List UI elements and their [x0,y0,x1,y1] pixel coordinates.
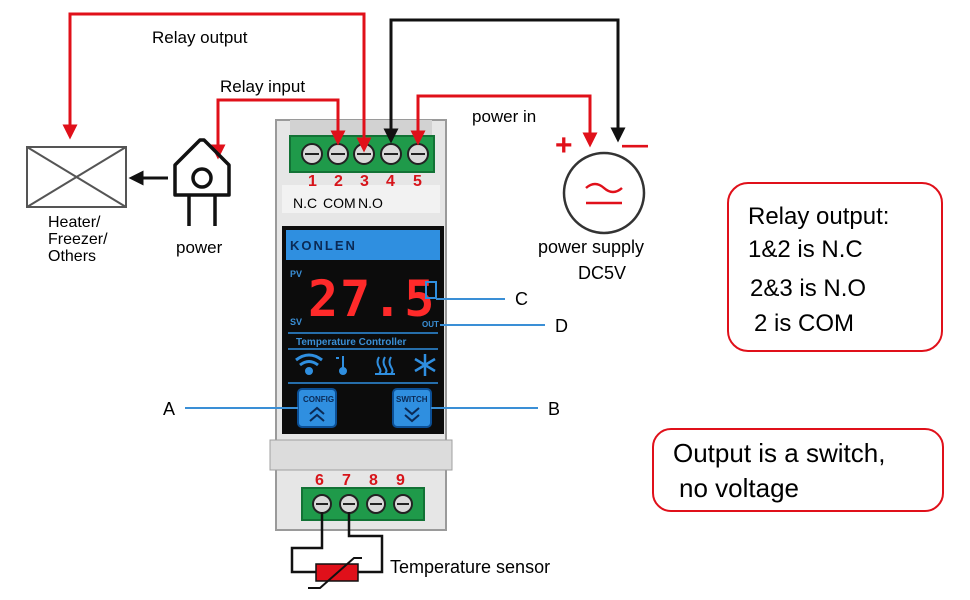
switch-button-label: SWITCH [396,395,428,404]
plus-sign: + [555,129,573,162]
contact-labels: N.C COM N.O [293,195,383,211]
info-relay-line4: 2 is COM [754,310,854,337]
device-subtitle: Temperature Controller [296,337,406,348]
config-button[interactable]: CONFIG [297,388,337,428]
terminal-screw [366,494,386,514]
switch-button[interactable]: SWITCH [392,388,432,428]
front-panel: KONLEN PV SV 27.5 OUT Temperature Contro… [282,226,444,434]
top-terminal-numbers: 1 2 3 4 5 [308,173,422,190]
heating-icon [375,356,395,375]
terminal-screw [301,143,323,165]
brand-name: KONLEN [290,238,357,253]
callout-c: C [515,289,528,309]
power-plug-label: power [176,238,223,257]
terminal-screw [393,494,413,514]
callout-d: D [555,316,568,336]
relay-input-wire [210,98,346,160]
supply-label-line1: power supply [538,237,644,257]
minus-sign: — [622,129,648,159]
callout-a: A [163,399,175,419]
relay-output-info-box: Relay output: 1&2 is N.C 2&3 is N.O 2 is… [727,182,943,352]
temperature-sensor-wiring [290,512,384,574]
callout-b: B [548,399,560,419]
thermistor-icon [308,557,362,589]
config-button-label: CONFIG [303,395,334,404]
chevron-down-icon [404,407,420,423]
terminal-screw [407,143,429,165]
info-relay-line1: Relay output: [748,203,889,230]
terminal-number-4: 4 [386,173,395,190]
snowflake-icon [414,354,436,376]
pv-label: PV [290,269,302,279]
wifi-icon [295,353,323,375]
info-relay-line2: 1&2 is N.C [748,236,863,263]
temperature-sensor-label: Temperature sensor [390,557,550,577]
contact-label-no: N.O [358,195,383,211]
terminal-number-7: 7 [342,472,351,489]
bottom-terminal-block: 6 7 8 9 [301,472,425,521]
callout-lines [185,298,545,409]
negative-supply-wire [383,18,626,144]
load-label-line1: Heater/ [48,214,101,231]
terminal-number-1: 1 [308,173,317,190]
load-label-line2: Freezer/ [48,231,108,248]
info-relay-line3: 2&3 is N.O [750,275,866,302]
power-in-wire [410,94,598,148]
supply-label-line2: DC5V [578,263,626,283]
terminal-number-3: 3 [360,173,369,190]
contact-label-com: COM [323,195,356,211]
top-terminal-block [289,135,435,173]
terminal-screw [380,143,402,165]
lcd-display: 27.5 [308,270,436,328]
terminal-number-9: 9 [396,472,405,489]
relay-output-wire [62,12,372,153]
power-plug-icon [173,138,231,226]
terminal-screw [312,494,332,514]
output-info-box: Output is a switch, no voltage [652,428,944,512]
terminal-number-6: 6 [315,472,324,489]
sv-label: SV [290,317,302,327]
indicator-c [425,281,437,299]
relay-input-label: Relay input [220,77,305,96]
relay-output-label: Relay output [152,28,248,47]
chevron-up-icon [309,406,325,422]
contact-label-nc: N.C [293,195,317,211]
load-box [26,146,127,208]
power-in-label: power in [472,107,536,126]
terminal-screw [327,143,349,165]
thermometer-icon [336,356,347,375]
load-label-line3: Others [48,248,96,265]
info-output-line2: no voltage [679,473,799,503]
brand-strip [286,230,440,260]
info-output-line1: Output is a switch, [673,438,885,468]
terminal-number-5: 5 [413,173,422,190]
terminal-number-2: 2 [334,173,343,190]
out-label: OUT [422,320,439,329]
terminal-number-8: 8 [369,472,378,489]
terminal-screw [353,143,375,165]
power-supply-icon [562,151,646,235]
terminal-screw [339,494,359,514]
